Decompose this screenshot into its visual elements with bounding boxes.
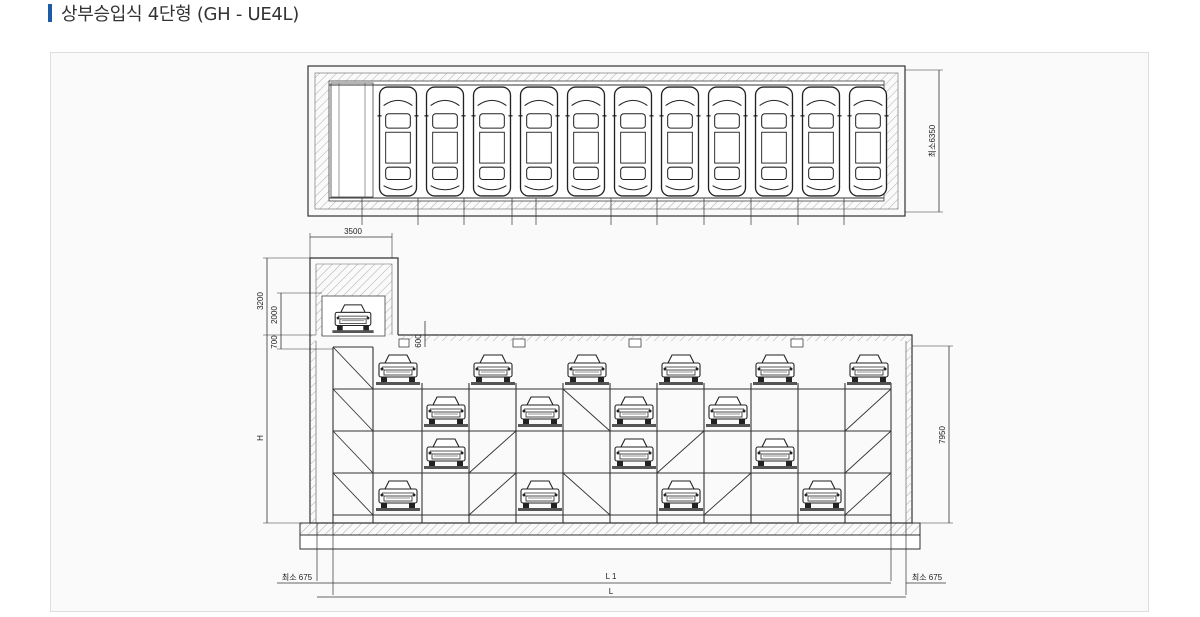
dim-top-height: 최소6350 [927, 124, 937, 157]
dim-l1: L 1 [606, 572, 617, 581]
title-accent-bar [48, 4, 52, 22]
dim-tower-height: 3200 [256, 292, 265, 310]
dim-total-height: 7950 [938, 426, 947, 444]
page-title: 상부승입식 4단형 (GH - UE4L) [61, 4, 300, 25]
elevation-cars [376, 354, 891, 511]
dim-tower-width: 3500 [344, 227, 362, 236]
parking-drawing: 최소6350 [256, 65, 953, 598]
dim-l: L [609, 587, 614, 596]
elevation-view: 3500 3200 H 2000 700 600 7950 L 1 L 최소 6… [256, 227, 953, 598]
drawing-panel: 최소6350 [50, 52, 1149, 612]
plan-car-slots [376, 86, 890, 197]
plan-view: 최소6350 [307, 65, 943, 225]
dim-tower-inner: 2000 [270, 306, 279, 324]
section-title: 상부승입식 4단형 (GH - UE4L) [48, 0, 299, 26]
dim-min-right: 최소 675 [912, 572, 943, 582]
dim-roof-step: 600 [414, 334, 423, 348]
dim-min-left: 최소 675 [282, 572, 313, 582]
dim-ledge: 700 [270, 335, 279, 349]
dim-h: H [256, 435, 265, 441]
